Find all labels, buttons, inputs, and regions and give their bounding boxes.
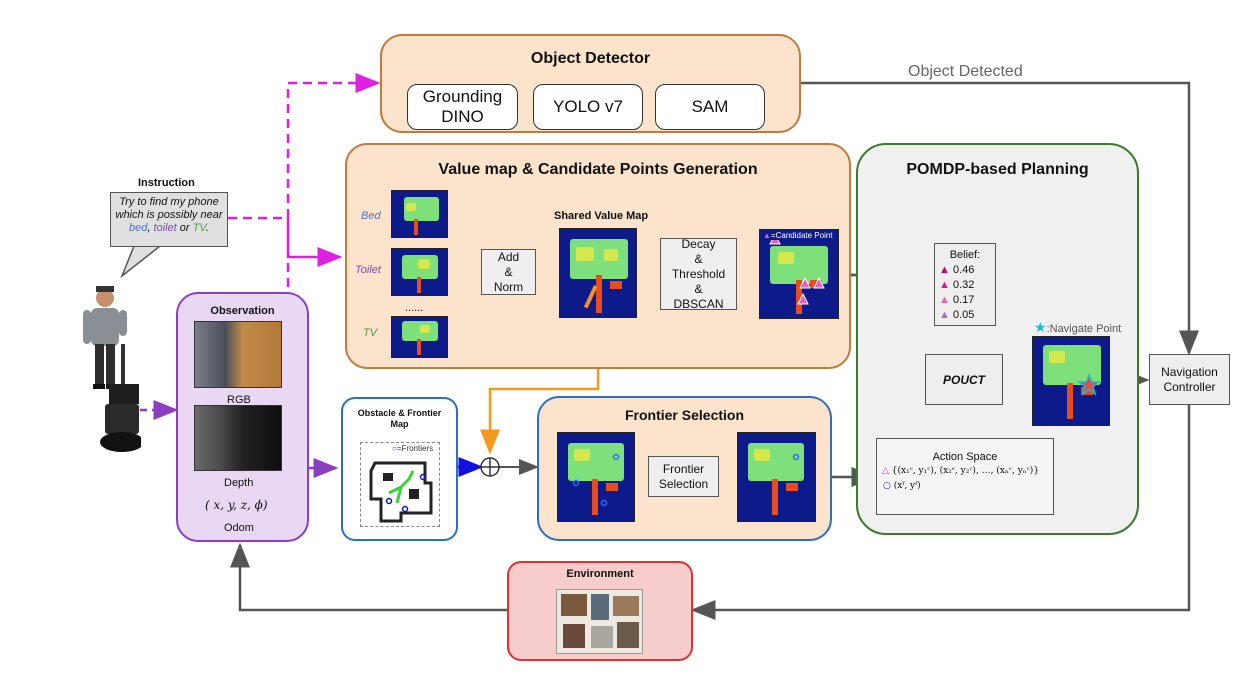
candidate-triangle-icon-2: △ [882, 466, 889, 476]
navigate-point-marker [1076, 372, 1102, 396]
belief-list: ▲ 0.46▲ 0.32▲ 0.17▲ 0.05 [939, 263, 991, 323]
action-candidates: {(x₁ᶜ, y₁ᶜ), (x₂ᶜ, y₂ᶜ), …, (xₙᶜ, yₙᶜ)} [891, 466, 1040, 476]
action-frontier: (xᶠ, yᶠ) [893, 481, 921, 491]
bed-value-map [391, 190, 448, 238]
frontier-point-markers [572, 453, 620, 507]
belief-triangle-icon: ▲ [939, 309, 953, 321]
odom-label: Odom [224, 522, 254, 534]
pouct-label: POUCT [943, 372, 985, 387]
rgb-label: RGB [227, 394, 251, 406]
toilet-value-map [391, 248, 448, 296]
instruction-or: or [176, 222, 193, 234]
add-norm-box: Add & Norm [481, 249, 536, 295]
candidate-triangle-icon: ▲ [763, 231, 771, 240]
frontiers-legend-text: =Frontiers [396, 444, 434, 453]
shared-value-map [559, 228, 637, 318]
frontiers-legend: ○=Frontiers [392, 444, 433, 453]
tv-value-map [391, 316, 448, 358]
selected-frontier-marker [792, 453, 800, 461]
belief-row: ▲ 0.17 [939, 293, 991, 308]
depth-image [194, 405, 282, 471]
pomdp-title: POMDP-based Planning [906, 161, 1089, 178]
instruction-to-valuemap-line [286, 218, 343, 267]
frontier-selection-title: Frontier Selection [624, 407, 745, 423]
instruction-text: Try to find my phone which is possibly n… [115, 196, 223, 221]
belief-box: Belief: ▲ 0.46▲ 0.32▲ 0.17▲ 0.05 [934, 243, 996, 326]
yolo-v7-box: YOLO v7 [533, 84, 643, 130]
environment-to-observation-line [230, 542, 507, 612]
robot-with-person-image [75, 280, 144, 460]
belief-title: Belief: [949, 249, 981, 261]
action-frontier-row: ○ (xᶠ, yᶠ) [883, 481, 1053, 491]
obstacle-map-image [360, 442, 440, 527]
robot-person-figure [83, 286, 144, 452]
frontier-output-map [737, 432, 816, 522]
belief-triangle-icon: ▲ [939, 264, 953, 276]
decay-threshold-dbscan-box: Decay & Threshold & DBSCAN [660, 237, 737, 311]
navigate-legend: ★:Navigate Point [1034, 319, 1121, 336]
belief-value: 0.46 [952, 264, 975, 276]
pouct-box: POUCT [925, 354, 1003, 405]
object-detector-title: Object Detector [530, 50, 651, 67]
instruction-bubble: Try to find my phone which is possibly n… [110, 192, 228, 247]
input-label-toilet: Toilet [355, 264, 381, 276]
action-space-title: Action Space [932, 451, 998, 463]
instruction-bed: bed [129, 222, 148, 234]
instruction-title: Instruction [138, 177, 195, 189]
frontier-circle-icon: ○ [883, 481, 891, 491]
environment-image [556, 589, 643, 654]
belief-value: 0.17 [952, 294, 975, 306]
action-space-box: Action Space △ {(x₁ᶜ, y₁ᶜ), (x₂ᶜ, y₂ᶜ), … [876, 438, 1054, 515]
detector-to-controller-line [801, 81, 1199, 356]
object-detector-panel: Object Detector Grounding DINO YOLO v7 S… [380, 34, 801, 133]
depth-label: Depth [224, 477, 254, 489]
action-candidates-row: △ {(x₁ᶜ, y₁ᶜ), (x₂ᶜ, y₂ᶜ), …, (xₙᶜ, yₙᶜ)… [882, 466, 1053, 476]
instruction-tv: TV [192, 222, 206, 234]
pose-label: ( x, y, z, ϕ) [205, 498, 268, 512]
value-map-title: Value map & Candidate Points Generation [438, 161, 758, 178]
belief-triangle-icon: ▲ [939, 279, 953, 291]
navigate-legend-text: :Navigate Point [1046, 323, 1122, 335]
belief-value: 0.32 [952, 279, 975, 291]
navigate-star-icon: ★ [1034, 319, 1047, 335]
candidate-markers [769, 232, 825, 305]
belief-triangle-icon: ▲ [939, 294, 953, 306]
instruction-to-detector-line [228, 73, 381, 220]
controller-to-environment-line [690, 405, 1191, 620]
frontier-legend-circle-icon: ○ [392, 444, 397, 453]
instruction-toilet: toilet [153, 222, 177, 234]
frontier-selection-box: Frontier Selection [648, 456, 719, 497]
sam-box: SAM [655, 84, 765, 130]
environment-title: Environment [566, 568, 634, 580]
belief-value: 0.05 [952, 309, 975, 321]
navigate-point-map [1032, 336, 1110, 426]
frontier-input-map [557, 432, 635, 522]
belief-row: ▲ 0.05 [939, 308, 991, 323]
navigation-controller-box: Navigation Controller [1149, 354, 1230, 405]
input-label-tv: TV [363, 327, 378, 339]
inputs-ellipsis: ...... [405, 302, 424, 314]
instruction-period: . [205, 222, 209, 234]
rgb-image [194, 321, 282, 388]
candidate-legend: ▲=Candidate Point [761, 231, 835, 240]
belief-row: ▲ 0.32 [939, 278, 991, 293]
shared-value-map-title: Shared Value Map [554, 210, 649, 222]
grounding-dino-box: Grounding DINO [407, 84, 518, 130]
candidate-points-map [759, 229, 839, 319]
candidate-legend-text: =Candidate Point [770, 231, 833, 240]
observation-title: Observation [210, 305, 275, 317]
obstacle-map-drawing [369, 461, 433, 523]
instruction-comma: , [147, 222, 151, 234]
belief-row: ▲ 0.46 [939, 263, 991, 278]
obstacle-frontier-title: Obstacle & Frontier Map [357, 408, 442, 429]
object-detected-label: Object Detected [908, 63, 1023, 80]
input-label-bed: Bed [361, 210, 381, 222]
